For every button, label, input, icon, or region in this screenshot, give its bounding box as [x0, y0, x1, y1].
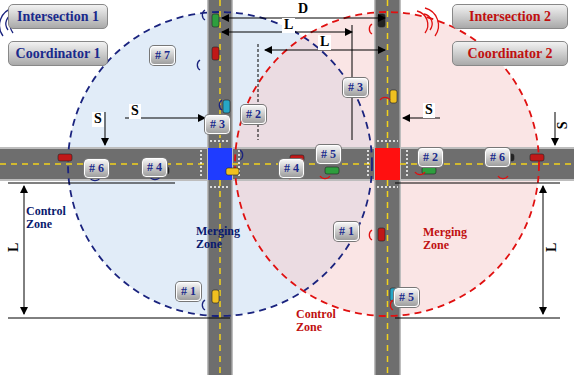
callout-number: # 6	[84, 159, 109, 178]
callout-number: # 6	[485, 148, 510, 167]
callout-number: # 3	[205, 115, 230, 134]
callout-number: # 1	[334, 222, 359, 241]
callout-number: # 5	[316, 145, 341, 164]
callout-number: # 5	[394, 288, 419, 307]
callout-number: # 7	[150, 46, 175, 65]
dimension-label: S	[423, 103, 435, 118]
dimension-label: S	[92, 112, 104, 127]
callout-number: # 4	[142, 158, 167, 177]
dimension-label: S	[129, 104, 141, 119]
box-title: Intersection 2	[469, 9, 551, 25]
station-box: Coordinator 2	[452, 41, 568, 66]
dimension-label: L	[545, 241, 560, 254]
zone-label: Control Zone	[296, 308, 352, 333]
station-box: Coordinator 1	[8, 41, 108, 66]
box-title: Intersection 1	[17, 9, 99, 25]
dimension-label: S	[556, 119, 571, 131]
callout-number: # 1	[176, 282, 201, 301]
dimension-label: L	[7, 241, 22, 254]
callout-number: # 4	[279, 159, 304, 178]
callout-number: # 3	[343, 78, 368, 97]
dimension-label: L	[282, 18, 295, 33]
box-title: Coordinator 2	[468, 46, 553, 62]
dimension-label: D	[296, 2, 310, 17]
station-box: Intersection 1	[8, 4, 108, 29]
callout-number: # 2	[241, 105, 266, 124]
station-box: Intersection 2	[452, 4, 568, 29]
dimension-label: L	[318, 35, 331, 50]
zone-label: Control Zone	[26, 205, 82, 230]
box-title: Coordinator 1	[16, 46, 101, 62]
zone-label: Merging Zone	[423, 226, 483, 251]
callout-number: # 2	[418, 148, 443, 167]
zone-label: Merging Zone	[196, 225, 256, 250]
